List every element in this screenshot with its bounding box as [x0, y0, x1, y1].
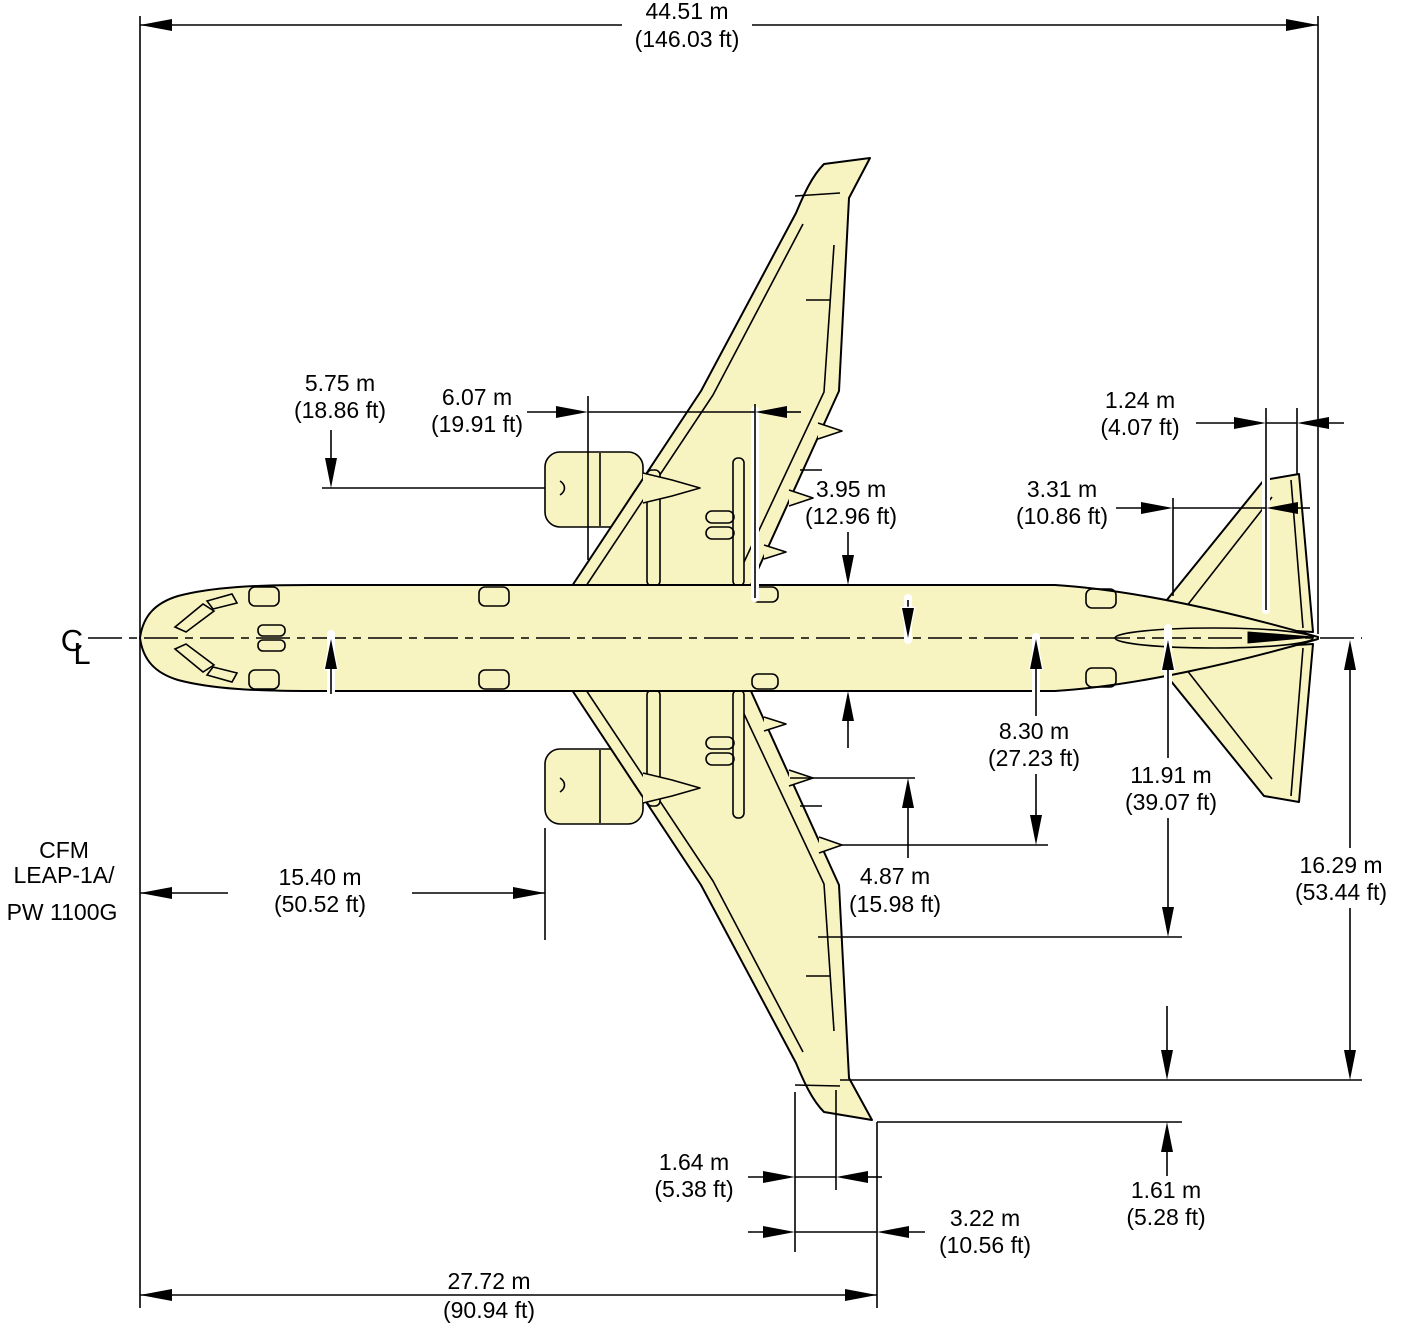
dim-wingtip-chord-outer: 3.22 m (10.56 ft) [748, 1122, 1031, 1308]
dim-overall-length-ft: (146.03 ft) [635, 26, 740, 52]
engine-label-line3: PW 1100G [7, 899, 118, 925]
dim-11-91-m: 11.91 m [1130, 762, 1211, 788]
lower-engine-exhaust [642, 772, 701, 804]
dim-wing-root-chord: 6.07 m (19.91 ft) [431, 384, 801, 598]
aircraft [88, 157, 1362, 1121]
lower-wing [569, 686, 873, 1121]
dim-5-75-ft: (18.86 ft) [294, 397, 386, 423]
dim-3-95-ft: (12.96 ft) [805, 503, 897, 529]
dim-overall-length: 44.51 m (146.03 ft) [140, 0, 1318, 52]
dim-nose-to-engine: 15.40 m (50.52 ft) [140, 828, 546, 940]
upper-engine-exhaust [642, 472, 701, 504]
engine-label-line2: LEAP-1A/ [14, 862, 116, 888]
dim-1-61-m: 1.61 m [1131, 1177, 1201, 1203]
dim-11-91-ft: (39.07 ft) [1125, 789, 1217, 815]
dim-semispan: 16.29 m (53.44 ft) [840, 640, 1387, 1081]
dim-wingtip-height: 1.61 m (5.28 ft) [877, 1006, 1206, 1230]
dim-1-64-ft: (5.38 ft) [654, 1176, 733, 1202]
engine-type-label: CFM LEAP-1A/ PW 1100G [7, 837, 118, 925]
dim-6-07-m: 6.07 m [442, 384, 512, 410]
dim-centerline-to-flap-inner: 4.87 m (15.98 ft) [790, 600, 941, 917]
dim-3-22-ft: (10.56 ft) [939, 1232, 1031, 1258]
dim-5-75-m: 5.75 m [305, 370, 375, 396]
dim-8-30-ft: (27.23 ft) [988, 745, 1080, 771]
dim-3-31-ft: (10.86 ft) [1016, 503, 1108, 529]
dim-27-72-ft: (90.94 ft) [443, 1297, 535, 1323]
dim-15-40-m: 15.40 m [278, 864, 361, 890]
dim-overall-length-m: 44.51 m [645, 0, 728, 24]
main-gear-doors-upper [705, 510, 735, 540]
main-gear-doors-lower [705, 736, 735, 766]
dim-centerline-to-engine: 5.75 m (18.86 ft) [294, 370, 545, 694]
dim-1-24-m: 1.24 m [1105, 387, 1175, 413]
dim-stab-span-segment: 3.31 m (10.86 ft) [1016, 476, 1310, 596]
dim-16-29-ft: (53.44 ft) [1295, 879, 1387, 905]
dim-8-30-m: 8.30 m [999, 718, 1069, 744]
dim-centerline-to-taillevel: 11.91 m (39.07 ft) [818, 639, 1217, 938]
dim-15-40-ft: (50.52 ft) [274, 891, 366, 917]
dim-1-61-ft: (5.28 ft) [1126, 1204, 1205, 1230]
cockpit-windows [173, 593, 239, 683]
dim-4-87-m: 4.87 m [860, 863, 930, 889]
dim-1-64-m: 1.64 m [659, 1149, 729, 1175]
dim-stab-tip-chord: 1.24 m (4.07 ft) [1100, 387, 1344, 610]
dim-3-95-m: 3.95 m [816, 476, 886, 502]
centerline-symbol-l: L [73, 636, 90, 671]
dim-27-72-m: 27.72 m [447, 1268, 530, 1294]
dim-wingtip-chord-inner: 1.64 m (5.38 ft) [654, 1090, 882, 1252]
dim-3-31-m: 3.31 m [1027, 476, 1097, 502]
dim-fuselage-width: 3.95 m (12.96 ft) [805, 476, 897, 748]
nose-gear-doors [257, 624, 286, 652]
dim-16-29-m: 16.29 m [1299, 852, 1382, 878]
dim-6-07-ft: (19.91 ft) [431, 411, 523, 437]
dim-3-22-m: 3.22 m [950, 1205, 1020, 1231]
centerline-symbol-c: C [61, 623, 83, 658]
lower-engine [544, 748, 644, 825]
engine-label-line1: CFM [39, 837, 89, 863]
dim-nose-to-wingtip: 27.72 m (90.94 ft) [140, 1268, 877, 1323]
dim-4-87-ft: (15.98 ft) [849, 891, 941, 917]
dim-centerline-to-flap-outer: 8.30 m (27.23 ft) [842, 638, 1080, 846]
centerline-symbol: C L [61, 623, 91, 671]
dim-1-24-ft: (4.07 ft) [1100, 414, 1179, 440]
